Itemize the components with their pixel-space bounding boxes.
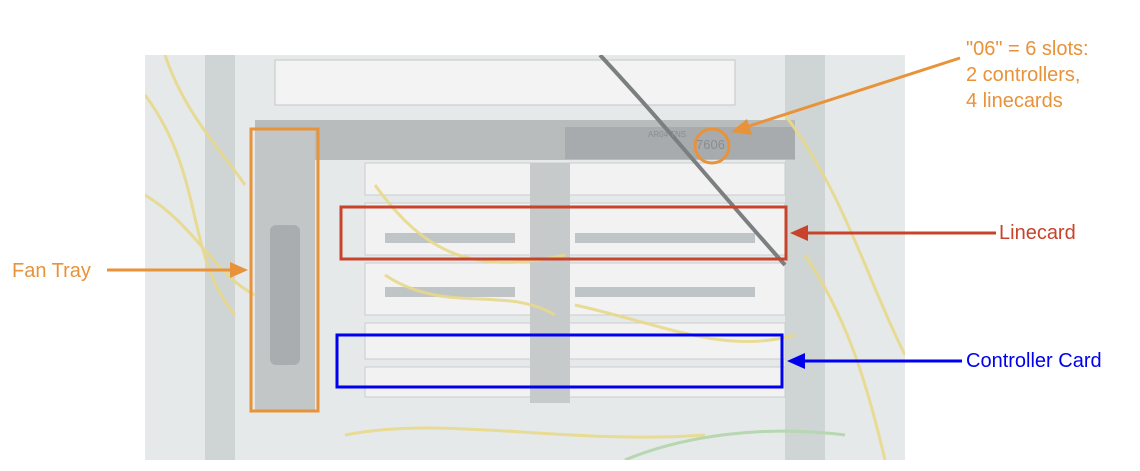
controller-card-box bbox=[335, 333, 784, 389]
fan-tray-label: Fan Tray bbox=[12, 260, 91, 282]
model-number-circle bbox=[693, 127, 731, 165]
chassis-tag-label: AR04 TNS bbox=[648, 130, 687, 139]
linecard-arrow bbox=[790, 225, 996, 241]
fan-tray-arrow bbox=[107, 262, 248, 278]
controller-card-label: Controller Card bbox=[966, 350, 1102, 372]
chassis-model-label: 7606 bbox=[696, 137, 725, 152]
fan-tray-box bbox=[249, 127, 320, 413]
linecard-box bbox=[339, 205, 788, 261]
linecard-label: Linecard bbox=[999, 222, 1076, 244]
controller-card-arrow bbox=[787, 353, 962, 369]
slots-note-label: "06" = 6 slots: 2 controllers, 4 linecar… bbox=[966, 38, 1089, 112]
slots-note-arrow bbox=[731, 56, 961, 135]
